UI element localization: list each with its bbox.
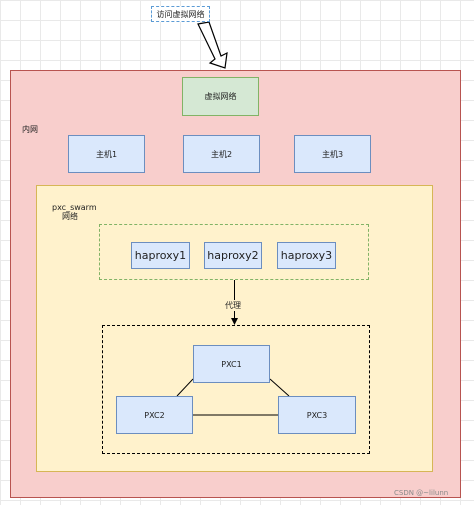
host-3-node[interactable]: 主机3 xyxy=(294,135,371,173)
pxc-swarm-network-label: pxc_swarm 网络 xyxy=(52,203,97,221)
haproxy-group[interactable] xyxy=(99,224,369,280)
pxc-cluster-group[interactable] xyxy=(102,325,370,454)
haproxy-3-node[interactable]: haproxy3 xyxy=(277,242,336,269)
pxc2-node[interactable]: PXC2 xyxy=(116,396,193,434)
swarm-label-line2: 网络 xyxy=(62,212,78,221)
haproxy-2-node[interactable]: haproxy2 xyxy=(204,242,262,269)
watermark-text: CSDN @~lilunn xyxy=(394,489,449,497)
virtual-network-node[interactable]: 虚拟网络 xyxy=(182,77,259,116)
proxy-edge-label: 代理 xyxy=(224,300,242,311)
haproxy-1-node[interactable]: haproxy1 xyxy=(131,242,190,269)
down-arrow-icon xyxy=(197,22,228,69)
intranet-label: 内网 xyxy=(22,125,38,134)
swarm-label-line1: pxc_swarm xyxy=(52,203,97,212)
access-virtual-network-callout: 访问虚拟网络 xyxy=(151,6,210,22)
pxc1-node[interactable]: PXC1 xyxy=(193,345,270,383)
host-1-node[interactable]: 主机1 xyxy=(68,135,145,173)
pxc3-node[interactable]: PXC3 xyxy=(278,396,356,434)
host-2-node[interactable]: 主机2 xyxy=(183,135,260,173)
